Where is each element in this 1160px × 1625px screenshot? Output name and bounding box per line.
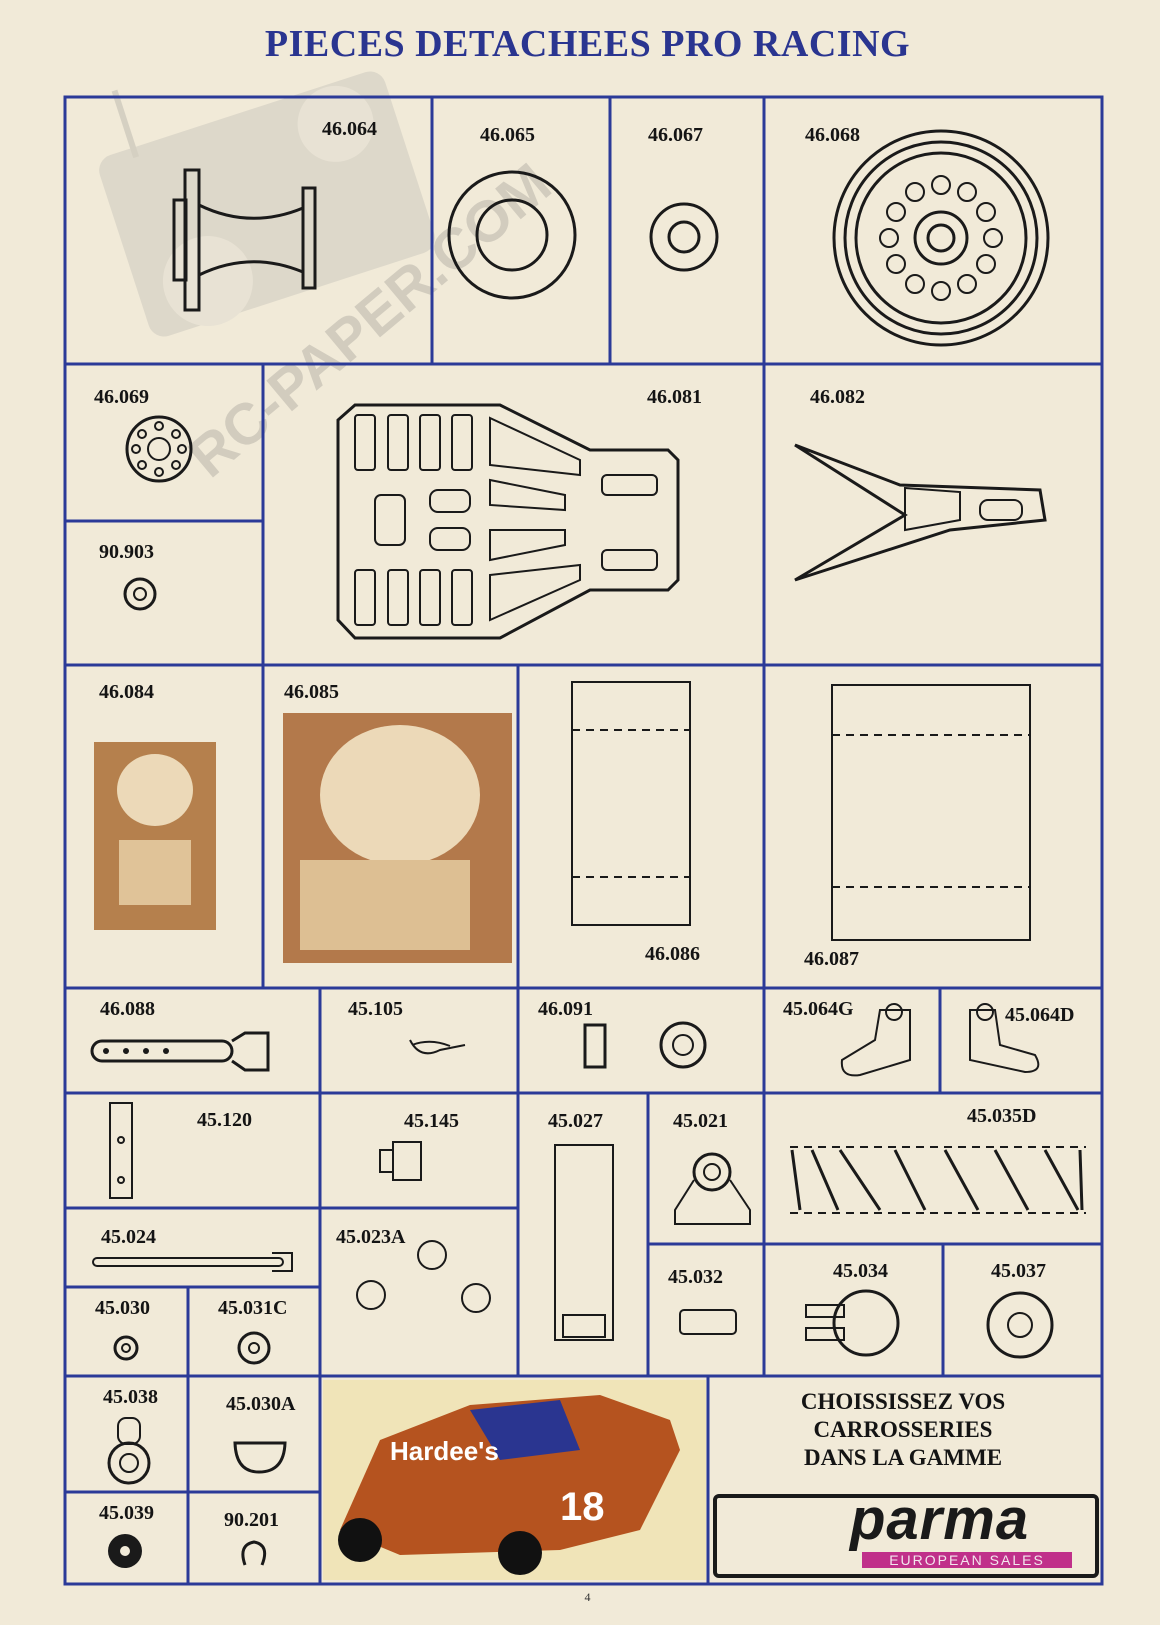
part-code-46-067: 46.067: [648, 124, 703, 146]
part-code-45-021: 45.021: [673, 1110, 728, 1132]
part-drawing-46-064: [172, 168, 317, 312]
part-drawing-46-091: [583, 1021, 707, 1069]
part-drawing-45-027: [554, 1144, 614, 1341]
page-number: 4: [584, 1590, 591, 1604]
part-drawing-45-023a: [356, 1240, 491, 1313]
part-code-45-145: 45.145: [404, 1110, 459, 1132]
part-drawing-46-087: [831, 684, 1031, 941]
part-drawing-45-064d: [969, 1003, 1040, 1074]
part-drawing-90-201: [241, 1540, 267, 1566]
part-drawing-46-082: [794, 443, 1047, 582]
part-drawing-45-035d: [790, 1146, 1086, 1214]
part-code-46-091: 46.091: [538, 998, 593, 1020]
page-title: PIECES DETACHEES PRO RACING: [264, 23, 911, 65]
part-codes: 46.064 46.065 46.067 46.068 46.069 46.08…: [94, 118, 1074, 1531]
car-sponsor-text: Hardee's: [390, 1436, 499, 1466]
part-drawing-46-069: [125, 415, 193, 483]
part-code-45-030a: 45.030A: [226, 1393, 296, 1415]
part-drawing-45-038: [107, 1417, 151, 1485]
part-drawing-45-034: [805, 1289, 900, 1357]
part-drawing-45-120: [109, 1102, 133, 1199]
part-code-45-034: 45.034: [833, 1260, 888, 1282]
part-drawing-90-903: [123, 577, 157, 611]
part-code-46-064: 46.064: [322, 118, 377, 140]
part-code-45-064g: 45.064G: [783, 998, 854, 1020]
part-code-45-064d: 45.064D: [1005, 1004, 1074, 1026]
part-drawing-45-031c: [237, 1331, 271, 1365]
part-drawing-45-030: [113, 1335, 139, 1361]
parma-logo-text: parma: [850, 1487, 1030, 1552]
part-drawing-46-086: [571, 681, 691, 926]
part-code-45-030: 45.030: [95, 1297, 150, 1319]
photo-race-car: Hardee's 18: [323, 1380, 706, 1580]
photo-46-085: [283, 713, 512, 963]
part-drawing-46-088: [90, 1031, 270, 1072]
part-code-46-069: 46.069: [94, 386, 149, 408]
part-drawing-45-039: [108, 1534, 142, 1568]
part-code-45-035d: 45.035D: [967, 1105, 1036, 1127]
part-code-45-039: 45.039: [99, 1502, 154, 1524]
car-number-text: 18: [560, 1485, 605, 1529]
part-drawing-46-068: [832, 129, 1050, 347]
part-drawing-45-021: [674, 1152, 751, 1225]
promo-line-1: CHOISSISSEZ VOS: [800, 1389, 1006, 1414]
part-code-46-082: 46.082: [810, 386, 865, 408]
parma-tagline: EUROPEAN SALES: [862, 1552, 1072, 1568]
photo-46-084: [94, 742, 216, 930]
promo-line-3: DANS LA GAMME: [803, 1445, 1003, 1470]
part-drawing-46-081: [336, 403, 680, 640]
part-code-90-201: 90.201: [224, 1509, 279, 1531]
part-code-45-023a: 45.023A: [336, 1226, 406, 1248]
part-code-45-024: 45.024: [101, 1226, 156, 1248]
grid-lines: [63, 95, 1104, 1586]
part-code-46-088: 46.088: [100, 998, 155, 1020]
part-drawing-45-145: [379, 1141, 422, 1181]
part-drawing-46-065: [447, 170, 577, 300]
part-code-90-903: 90.903: [99, 541, 154, 563]
part-drawing-45-032: [679, 1309, 737, 1335]
part-drawing-45-105: [409, 1039, 466, 1055]
part-code-45-027: 45.027: [548, 1110, 603, 1132]
part-code-45-038: 45.038: [103, 1386, 158, 1408]
part-code-45-120: 45.120: [197, 1109, 252, 1131]
part-code-46-068: 46.068: [805, 124, 860, 146]
part-code-46-065: 46.065: [480, 124, 535, 146]
part-code-45-037: 45.037: [991, 1260, 1046, 1282]
part-code-45-105: 45.105: [348, 998, 403, 1020]
part-drawing-45-030a: [233, 1441, 287, 1474]
part-drawing-46-067: [649, 202, 719, 272]
part-code-46-087: 46.087: [804, 948, 859, 970]
part-code-45-031c: 45.031C: [218, 1297, 287, 1319]
part-code-46-085: 46.085: [284, 681, 339, 703]
part-code-46-086: 46.086: [645, 943, 700, 965]
part-code-46-084: 46.084: [99, 681, 154, 703]
part-drawing-45-037: [986, 1291, 1054, 1359]
part-code-45-032: 45.032: [668, 1266, 723, 1288]
promo-text: CHOISSISSEZ VOS CARROSSERIES DANS LA GAM…: [718, 1388, 1088, 1472]
part-drawing-45-024: [92, 1252, 293, 1272]
part-drawing-45-064g: [840, 1003, 911, 1077]
part-code-46-081: 46.081: [647, 386, 702, 408]
promo-line-2: CARROSSERIES: [813, 1417, 993, 1442]
